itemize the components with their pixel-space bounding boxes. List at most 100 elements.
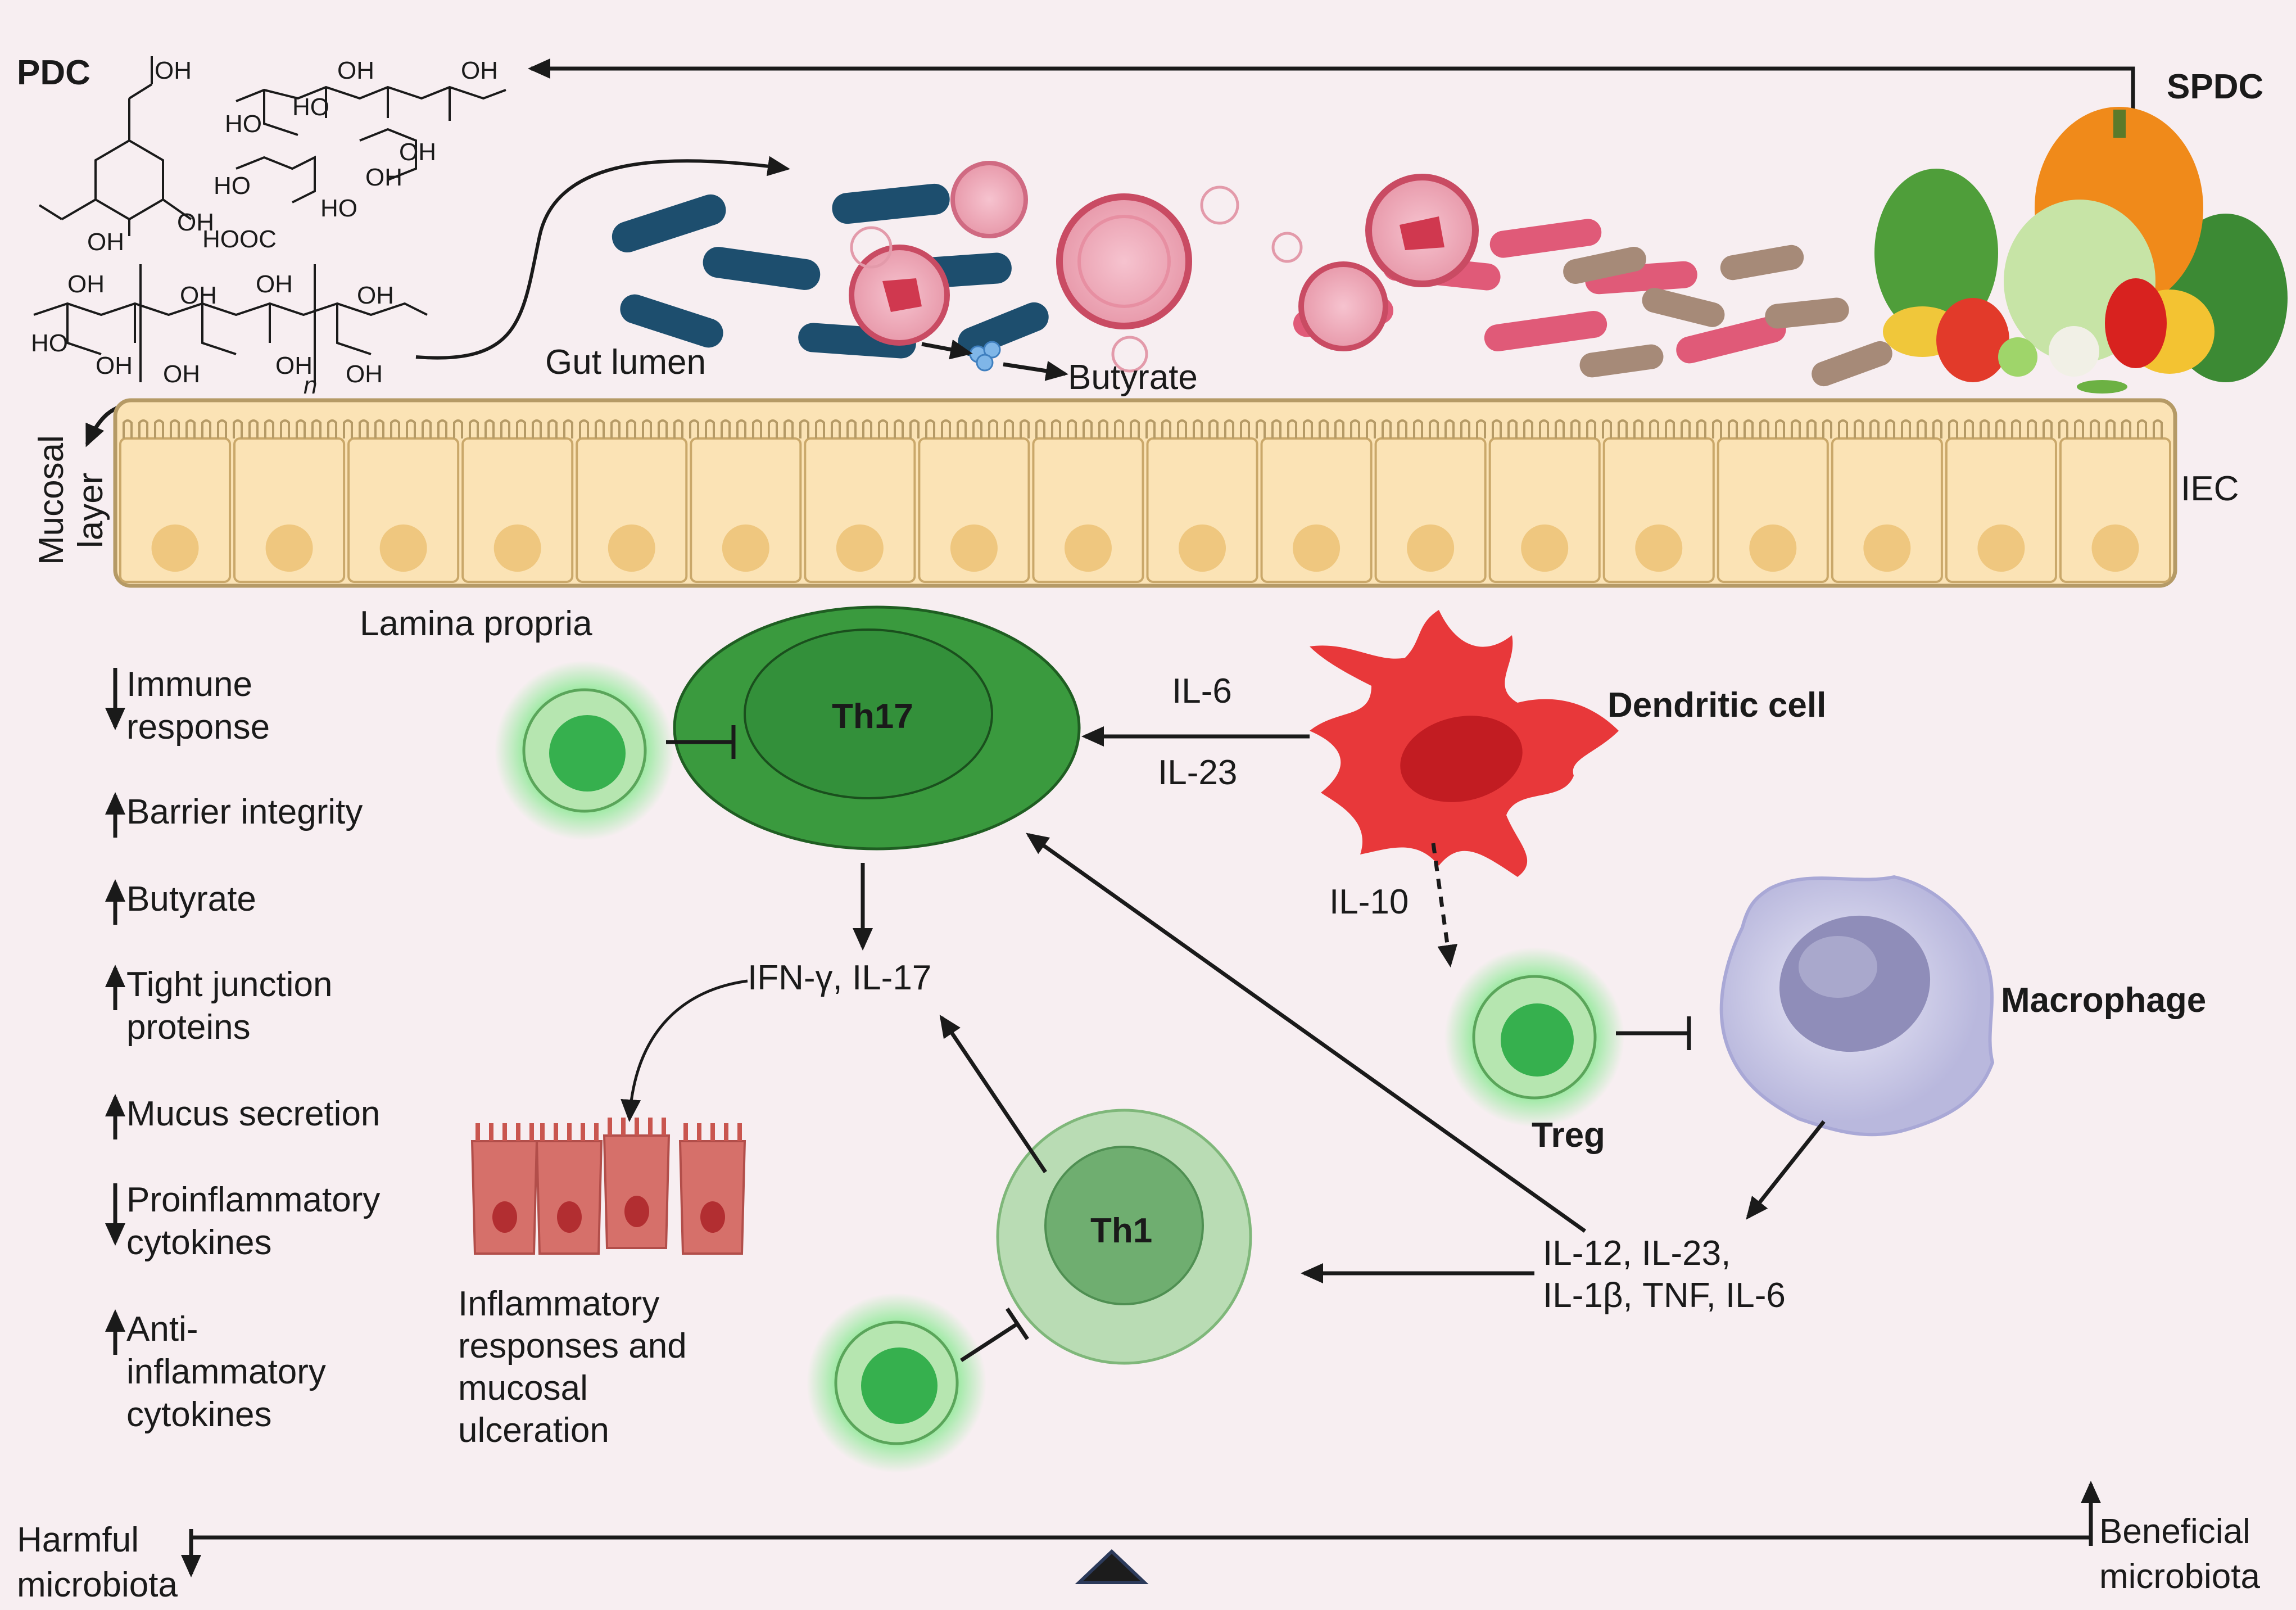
chem-oh-2: OH bbox=[87, 228, 124, 256]
spdc-label: SPDC bbox=[2167, 67, 2263, 106]
pdc-to-lumen-arrow bbox=[415, 156, 790, 360]
cell-nucleus bbox=[608, 524, 655, 572]
cytokines-label-2: IL-1β, TNF, IL-6 bbox=[1543, 1276, 1786, 1315]
treg-inhibits-macrophage bbox=[1616, 1016, 1691, 1050]
gut-lumen-label: Gut lumen bbox=[545, 343, 706, 382]
inflamed-cell-villi bbox=[683, 1123, 742, 1141]
epithelial-cell bbox=[1945, 437, 2057, 583]
cell-nucleus bbox=[836, 524, 884, 572]
effect-label: Immune bbox=[126, 665, 252, 704]
inflamed-cell-nucleus bbox=[557, 1201, 582, 1233]
effect-label: Proinflammatory bbox=[126, 1181, 380, 1219]
inflamed-epithelial-cells bbox=[470, 1118, 746, 1255]
effect-label: Tight junction bbox=[126, 965, 332, 1004]
microvilli bbox=[123, 419, 2163, 438]
th1-cell bbox=[996, 1109, 1252, 1365]
epithelial-cell bbox=[1260, 437, 1373, 583]
cytokines-label-1: IL-12, IL-23, bbox=[1543, 1234, 1731, 1273]
inflammatory-label-3: mucosal bbox=[458, 1369, 588, 1408]
treg-label: Treg bbox=[1532, 1116, 1605, 1155]
macrophage-cell bbox=[1719, 875, 1995, 1137]
cell-nucleus bbox=[1293, 524, 1341, 572]
lamina-propria-label: Lamina propria bbox=[360, 604, 592, 643]
cell-nucleus bbox=[1064, 524, 1112, 572]
balance-fulcrum bbox=[1075, 1549, 1149, 1584]
dendritic-cell-label: Dendritic cell bbox=[1607, 686, 1826, 725]
butyrate-label: Butyrate bbox=[1068, 358, 1198, 397]
cell-nucleus bbox=[950, 524, 998, 572]
inflamed-cell bbox=[603, 1134, 671, 1249]
treg-inhibits-th1 bbox=[960, 1308, 1029, 1362]
microbiota-balance-bar bbox=[181, 1481, 2101, 1577]
il10-label: IL-10 bbox=[1329, 883, 1409, 921]
epithelial-cell bbox=[576, 437, 688, 583]
epithelial-cell bbox=[1032, 437, 1144, 583]
cell-nucleus bbox=[1179, 524, 1226, 572]
inflammatory-label-4: ulceration bbox=[458, 1411, 609, 1450]
beneficial-label-2: microbiota bbox=[2099, 1557, 2261, 1596]
intestinal-epithelium bbox=[113, 398, 2177, 588]
cell-nucleus bbox=[151, 524, 199, 572]
effect-label: Barrier integrity bbox=[126, 793, 363, 831]
chem-oh-3: OH bbox=[337, 57, 374, 84]
chem-oh-9: OH bbox=[180, 282, 217, 309]
cell-nucleus bbox=[722, 524, 769, 572]
pdc-label: PDC bbox=[17, 53, 90, 92]
rod-to-butyrate-arrow bbox=[921, 340, 973, 360]
dendritic-cell bbox=[1310, 610, 1619, 877]
chem-oh-8: OH bbox=[67, 270, 105, 298]
chem-oh-12: OH bbox=[96, 352, 133, 379]
cell-nucleus bbox=[1977, 524, 2025, 572]
inflamed-cell-nucleus bbox=[624, 1196, 649, 1227]
il6-label: IL-6 bbox=[1172, 672, 1232, 711]
th1-to-ifn-arrow bbox=[939, 1015, 1047, 1173]
treg-cell-upper bbox=[495, 661, 674, 840]
chem-n: n bbox=[304, 372, 317, 399]
th17-label: Th17 bbox=[832, 697, 913, 736]
effect-label: Anti- bbox=[126, 1310, 198, 1349]
beneficial-label-1: Beneficial bbox=[2099, 1512, 2250, 1551]
chem-hooc: HOOC bbox=[202, 225, 277, 253]
chem-ho-4: HO bbox=[320, 195, 357, 222]
inflamed-cell bbox=[678, 1140, 746, 1255]
il23-label: IL-23 bbox=[1158, 753, 1237, 792]
epithelial-cell bbox=[804, 437, 916, 583]
epithelial-cell bbox=[1717, 437, 1829, 583]
cytokines-to-th17-arrow bbox=[1026, 833, 1587, 1233]
gut-microbiota bbox=[612, 161, 1892, 387]
chem-oh-5: OH bbox=[399, 138, 436, 166]
inflamed-cell-nucleus bbox=[700, 1201, 725, 1233]
th1-label: Th1 bbox=[1090, 1211, 1152, 1250]
mucosal-layer-label-1: Mucosal bbox=[32, 435, 71, 565]
chem-oh-10: OH bbox=[256, 270, 293, 298]
cell-nucleus bbox=[379, 524, 427, 572]
treg-cell-lower bbox=[807, 1293, 986, 1473]
effect-label: Butyrate bbox=[126, 880, 256, 919]
epithelial-cell bbox=[347, 437, 460, 583]
cell-nucleus bbox=[1863, 524, 1911, 572]
cell-nucleus bbox=[493, 524, 541, 572]
iec-label: IEC bbox=[2181, 469, 2239, 508]
cell-nucleus bbox=[1521, 524, 1569, 572]
chem-oh-14: OH bbox=[275, 352, 313, 379]
vegetables-illustration bbox=[1874, 107, 2288, 394]
chem-ho-1: HO bbox=[225, 110, 262, 138]
inflamed-cell-villi bbox=[540, 1123, 599, 1141]
chem-oh-15: OH bbox=[346, 360, 383, 388]
inflamed-cell-villi bbox=[475, 1123, 534, 1141]
inflamed-cell bbox=[535, 1140, 603, 1255]
effect-label: cytokines bbox=[126, 1395, 271, 1434]
cell-nucleus bbox=[1749, 524, 1797, 572]
inflamed-cell-villi bbox=[608, 1118, 666, 1136]
effect-label: response bbox=[126, 708, 270, 747]
epithelial-cell bbox=[1488, 437, 1601, 583]
chem-ho-2: HO bbox=[292, 93, 329, 121]
mucosal-layer-label-2: layer bbox=[71, 473, 110, 548]
pdc-chemical-structure: OH OH OH OH HO HO OH HO OH HO OH HOOC OH… bbox=[31, 56, 506, 399]
chem-ho-5: HO bbox=[31, 329, 68, 357]
chem-oh-7: OH bbox=[177, 209, 214, 236]
dc-to-treg-arrow bbox=[1431, 843, 1458, 967]
harmful-label-2: microbiota bbox=[17, 1566, 178, 1604]
cell-nucleus bbox=[265, 524, 313, 572]
